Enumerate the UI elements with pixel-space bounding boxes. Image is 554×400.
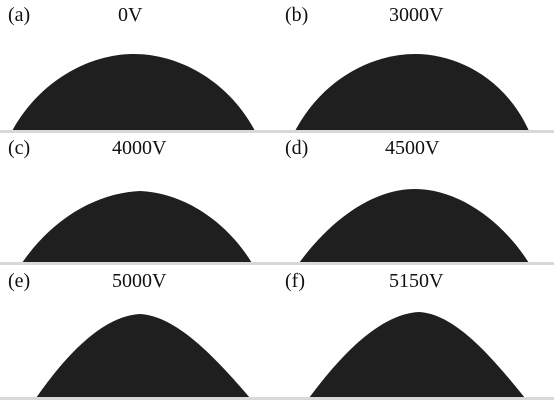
droplet <box>309 312 525 398</box>
droplet <box>12 54 255 131</box>
droplet <box>299 189 529 263</box>
voltage-label: 4000V <box>112 137 167 159</box>
substrate-line <box>277 397 554 400</box>
voltage-label: 0V <box>118 4 143 26</box>
droplet-image <box>277 312 554 400</box>
panel-label: (f) <box>285 270 305 292</box>
voltage-label: 5000V <box>112 270 167 292</box>
panel-label: (e) <box>8 270 31 292</box>
droplet-image <box>277 54 554 133</box>
droplet <box>36 314 250 398</box>
substrate-line <box>0 262 277 265</box>
panel-e: (e) 5000V <box>0 266 277 400</box>
droplet <box>22 191 252 263</box>
panel-b: (b) 3000V <box>277 0 554 133</box>
panel-label: (a) <box>8 4 31 26</box>
droplet-image <box>0 191 277 265</box>
panel-label: (c) <box>8 137 31 159</box>
panel-c: (c) 4000V <box>0 133 277 266</box>
panel-f: (f) 5150V <box>277 266 554 400</box>
substrate-line <box>0 130 277 133</box>
panel-a: (a) 0V <box>0 0 277 133</box>
voltage-label: 5150V <box>389 270 444 292</box>
voltage-label: 3000V <box>389 4 444 26</box>
voltage-label: 4500V <box>385 137 440 159</box>
panel-label: (d) <box>285 137 309 159</box>
panel-label: (b) <box>285 4 309 26</box>
panel-d: (d) 4500V <box>277 133 554 266</box>
substrate-line <box>277 130 554 133</box>
substrate-line <box>0 397 277 400</box>
substrate-line <box>277 262 554 265</box>
droplet-image <box>277 189 554 265</box>
droplet-image <box>0 314 277 400</box>
droplet <box>295 54 529 131</box>
droplet-image <box>0 54 277 133</box>
